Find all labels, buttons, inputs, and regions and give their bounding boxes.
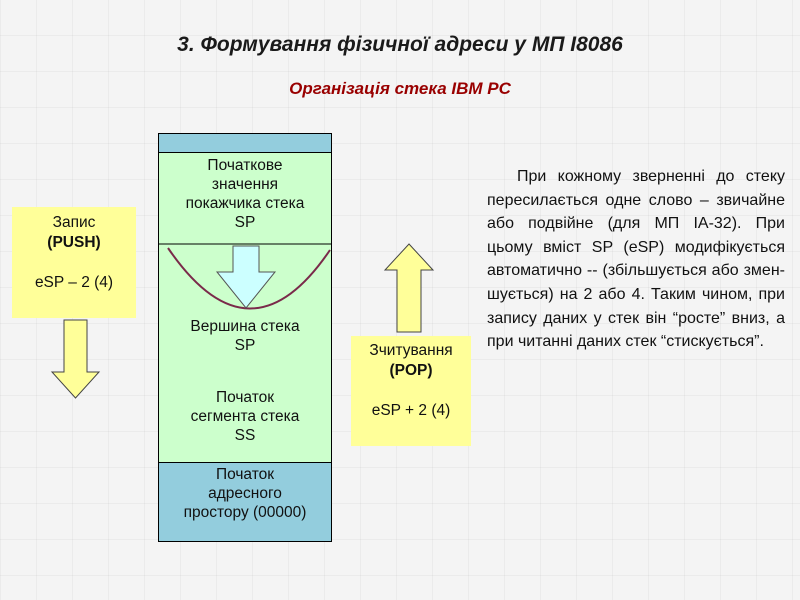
push-box: Запис (PUSH) eSP – 2 (4) [12, 207, 136, 318]
initial-sp-label: Початкове значення покажчика стека SP [185, 157, 305, 231]
address-start-label: Початок адресного простору (00000) [183, 466, 307, 521]
address-space-segment: Початок адресного простору (00000) [158, 462, 332, 542]
slide-title: 3. Формування фізичної адреси у МП І8086 [177, 33, 623, 56]
arrow-up-icon [383, 243, 435, 333]
arrow-down-icon [50, 319, 101, 399]
stack-segment: Початкове значення покажчика стека SP Ве… [158, 152, 332, 463]
description-paragraph: При кожному зверненні до стеку пересилає… [487, 168, 785, 351]
segment-start-label: Початок сегмента стека SS [190, 389, 300, 444]
stack-curve [167, 247, 331, 310]
push-arrow [50, 319, 101, 399]
pop-arrow [383, 243, 435, 333]
pop-box: Зчитування (POP) eSP + 2 (4) [351, 336, 471, 446]
stack-top-label: Вершина стека SP [190, 318, 300, 354]
arrow-down-icon [215, 245, 277, 309]
slide-subtitle: Організація стека IBM PC [289, 79, 511, 98]
